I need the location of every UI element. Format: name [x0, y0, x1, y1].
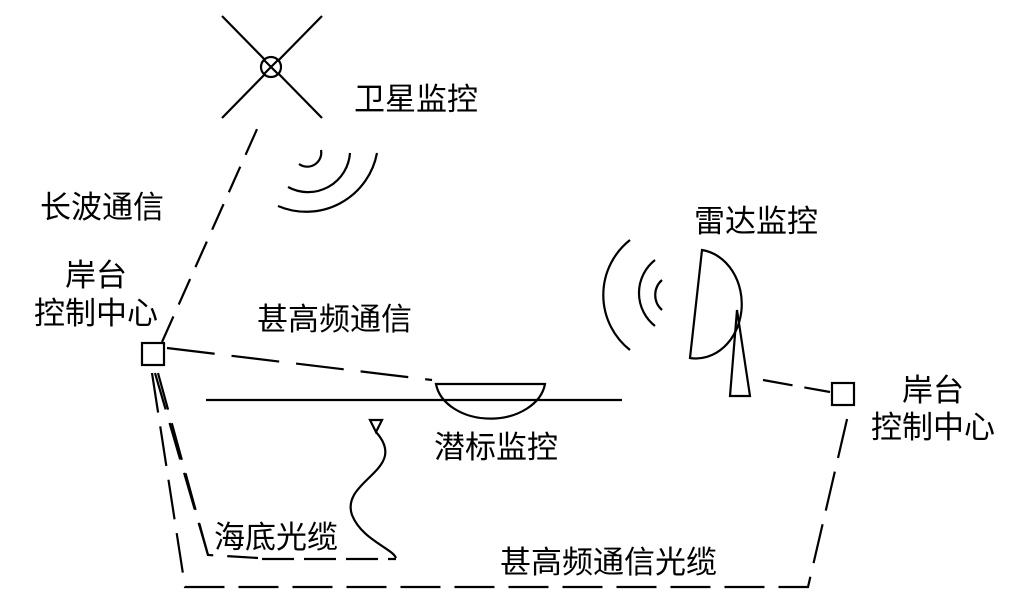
- satellite-icon: [221, 15, 323, 119]
- label-buoy: 潜标监控: [434, 430, 558, 466]
- shore-station-left: [140, 341, 166, 367]
- submersible-buoy-icon: [434, 382, 547, 420]
- vhf-link: [166, 346, 433, 382]
- longwave-link: [160, 117, 264, 343]
- label-vhf-cable: 甚高频通信光缆: [500, 545, 717, 581]
- shore-station-right: [830, 381, 856, 407]
- inner-cable-line-2: [156, 372, 259, 560]
- label-satellite: 卫星监控: [354, 82, 478, 118]
- label-subsea-cable: 海底光缆: [214, 520, 338, 556]
- tether-line: [262, 418, 398, 561]
- label-shore-right-1: 岸台: [902, 373, 964, 409]
- radar-waves-icon: [602, 239, 663, 351]
- label-longwave: 长波通信: [40, 190, 164, 226]
- label-radar: 雷达监控: [694, 204, 818, 240]
- radar-dish-icon: [688, 248, 752, 398]
- signal-waves-icon: [277, 149, 379, 213]
- radar-shore-link: [762, 378, 831, 394]
- subsea-cable-line: [150, 372, 850, 589]
- label-shore-left-1: 岸台: [65, 258, 127, 294]
- label-shore-right-2: 控制中心: [871, 410, 995, 446]
- label-shore-left-2: 控制中心: [34, 296, 158, 332]
- label-vhf: 甚高频通信: [257, 302, 412, 338]
